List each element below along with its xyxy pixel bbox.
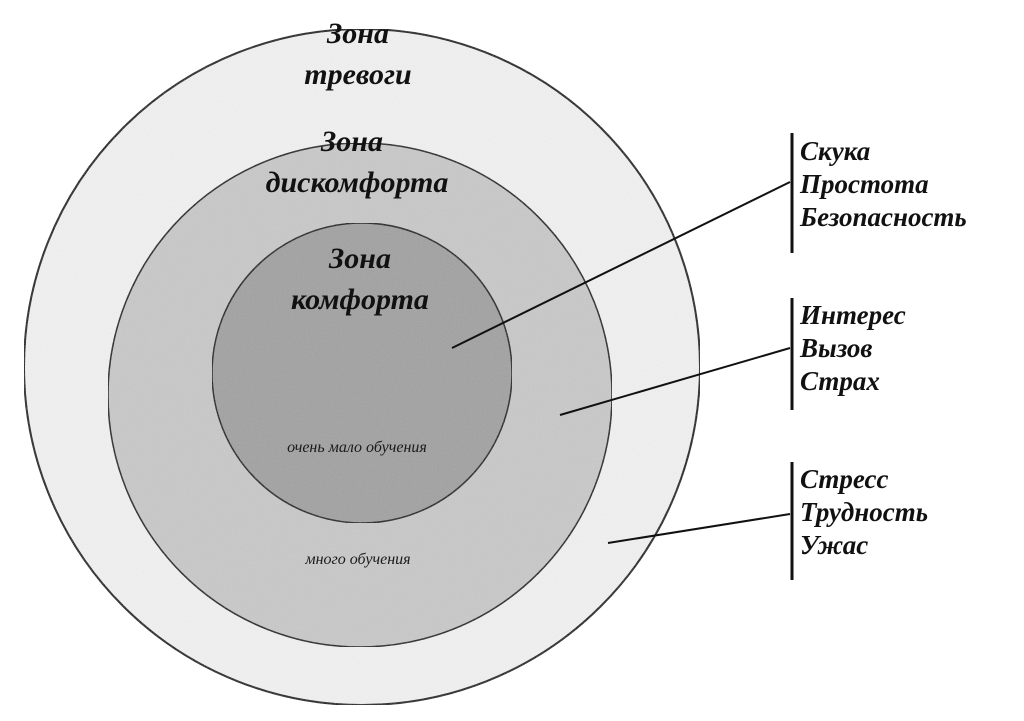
leader-line-anxiety: [607, 513, 791, 544]
label-discomfort-1: Интерес: [799, 300, 906, 330]
label-comfort-1: Скука: [800, 136, 870, 166]
zone-comfort-title-line1: Зона: [328, 242, 391, 275]
label-anxiety-1: Стресс: [800, 464, 889, 494]
label-discomfort-2: Вызов: [799, 333, 872, 363]
label-anxiety-2: Трудность: [800, 497, 928, 527]
zone-discomfort-title-line2: дискомфорта: [266, 166, 449, 199]
zone-anxiety-title-line1: Зона: [326, 17, 389, 50]
zone-comfort-title-line2: комфорта: [291, 283, 429, 316]
zone-comfort-note: очень мало обучения: [287, 439, 427, 456]
label-anxiety-3: Ужас: [800, 530, 868, 560]
zone-discomfort-note: много обучения: [304, 551, 410, 568]
leader-line-comfort: [451, 181, 791, 349]
label-comfort-3: Безопасность: [799, 202, 967, 232]
zone-discomfort-title-line1: Зона: [320, 125, 383, 158]
zone-anxiety-title-line2: тревоги: [304, 58, 411, 91]
label-discomfort-3: Страх: [800, 366, 880, 396]
leader-line-discomfort: [559, 347, 791, 416]
label-comfort-2: Простота: [799, 169, 929, 199]
zone-comfort-circle: [211, 222, 513, 524]
